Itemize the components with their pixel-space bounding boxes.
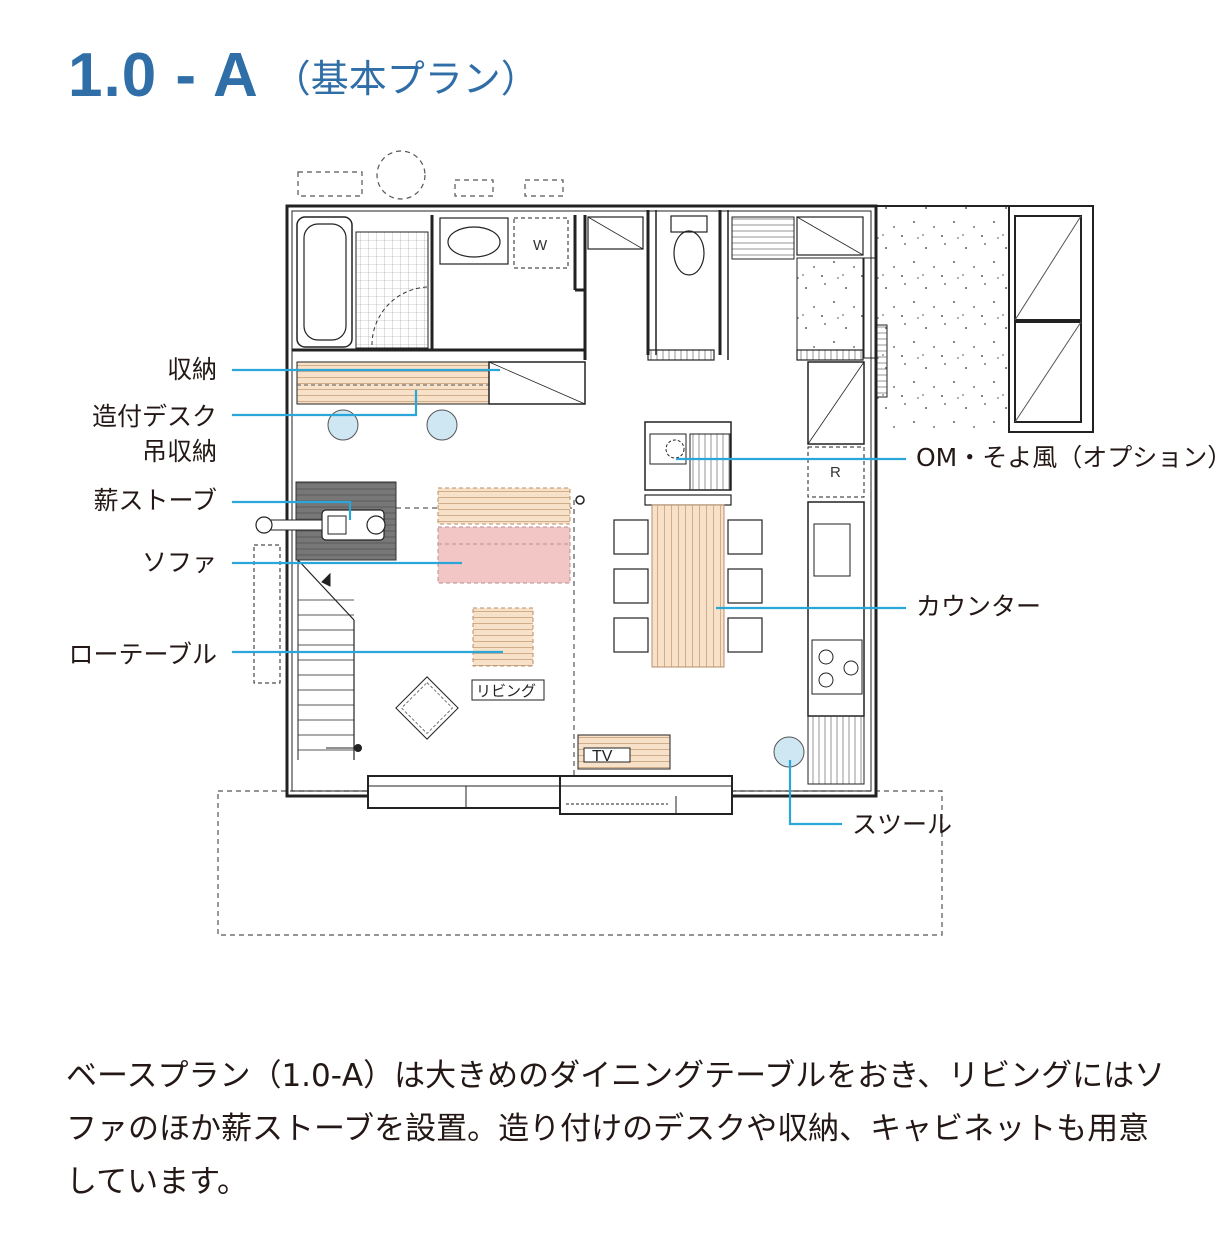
fridge-label: R bbox=[830, 464, 841, 481]
kitchen bbox=[807, 361, 865, 785]
label-hanging-storage: 吊収納 bbox=[141, 437, 217, 466]
bathroom bbox=[292, 215, 585, 352]
label-wood-stove: 薪ストーブ bbox=[93, 486, 217, 515]
toilet bbox=[587, 210, 729, 361]
entrance bbox=[731, 216, 888, 398]
washer-label: W bbox=[533, 237, 548, 254]
label-counter: カウンター bbox=[916, 592, 1042, 621]
wood-stove bbox=[255, 481, 397, 561]
living-label: リビング bbox=[476, 682, 536, 700]
label-stool: スツール bbox=[852, 810, 953, 839]
label-desk: 造付デスク bbox=[91, 402, 217, 431]
label-om-solar: OM・そよ風（オプション） bbox=[916, 443, 1226, 472]
desk-stool-1 bbox=[327, 409, 359, 441]
dining bbox=[613, 421, 763, 668]
label-low-table: ローテーブル bbox=[68, 640, 217, 669]
plan-title: 1.0 - A （基本プラン） bbox=[68, 40, 539, 130]
south-windows bbox=[367, 775, 733, 815]
plan-code: 1.0 - A bbox=[68, 41, 259, 110]
tv-label: TV bbox=[592, 748, 613, 765]
plan-description: ベースプラン（1.0-A）は大きめのダイニングテーブルをおき、リビングにはソファ… bbox=[66, 1058, 1166, 1200]
label-storage: 収納 bbox=[166, 355, 217, 384]
side-table bbox=[395, 676, 459, 740]
courtyard bbox=[876, 206, 1009, 432]
staircase bbox=[253, 544, 362, 760]
low-table bbox=[472, 607, 534, 667]
washroom bbox=[439, 215, 587, 360]
storage-desk bbox=[296, 361, 586, 405]
desk-stool-2 bbox=[426, 409, 458, 441]
leader-lines bbox=[232, 368, 906, 826]
sofa bbox=[437, 487, 571, 584]
floor-plan: W bbox=[217, 150, 1094, 936]
plan-subtitle: （基本プラン） bbox=[272, 57, 539, 101]
label-sofa: ソファ bbox=[141, 548, 217, 577]
courtyard-frame bbox=[1008, 205, 1094, 433]
